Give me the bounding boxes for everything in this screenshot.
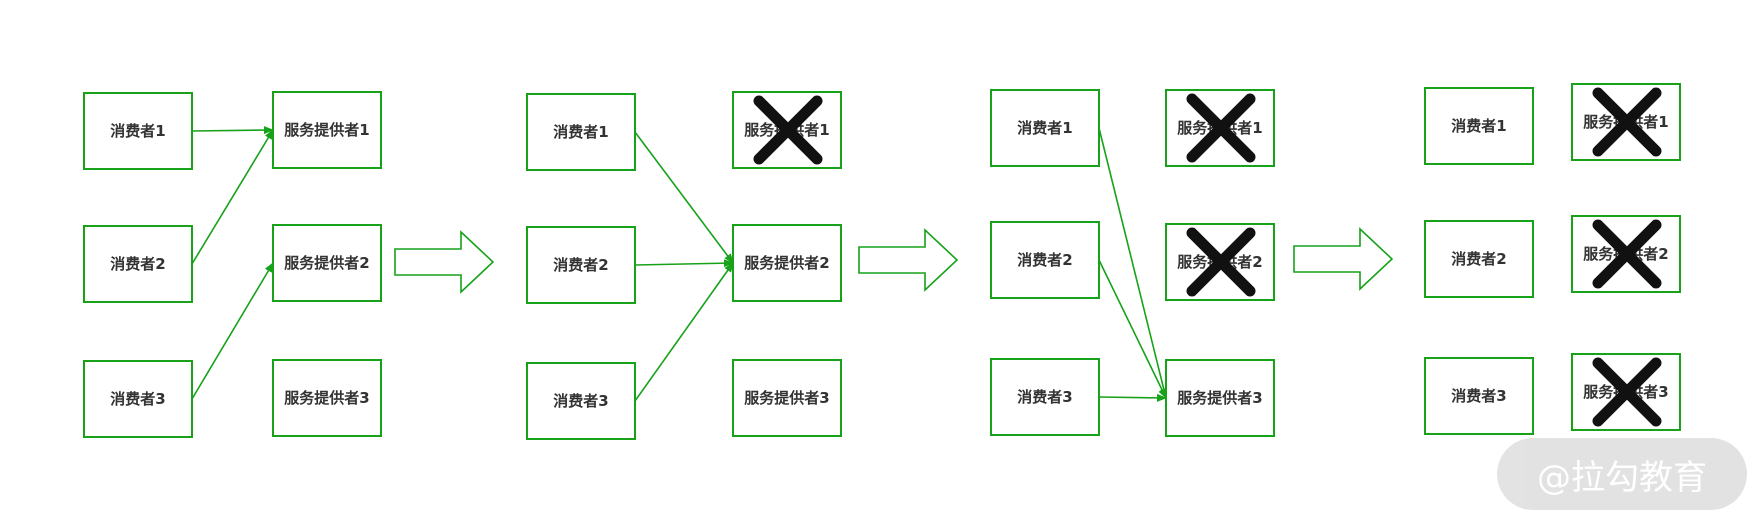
request-edge bbox=[1098, 393, 1167, 402]
provider-label: 服务提供者1 bbox=[284, 121, 369, 139]
consumer-node: 消费者3 bbox=[1424, 357, 1534, 435]
failure-x-icon bbox=[1592, 87, 1662, 157]
provider-node: 服务提供者3 bbox=[272, 359, 382, 437]
consumer-label: 消费者3 bbox=[1451, 387, 1506, 405]
request-edge bbox=[191, 129, 274, 265]
request-edge bbox=[1098, 127, 1168, 399]
consumer-label: 消费者3 bbox=[110, 390, 165, 408]
consumer-box bbox=[83, 225, 193, 303]
consumer-node: 消费者2 bbox=[1424, 220, 1534, 298]
consumer-label: 消费者1 bbox=[1451, 117, 1506, 135]
request-edge bbox=[634, 262, 734, 402]
transition-arrow-icon bbox=[394, 230, 495, 294]
provider-label: 服务提供者2 bbox=[284, 254, 369, 272]
consumer-label: 消费者3 bbox=[1017, 388, 1072, 406]
consumer-node: 消费者1 bbox=[83, 92, 193, 170]
provider-box bbox=[732, 359, 842, 437]
request-edge bbox=[634, 259, 734, 268]
consumer-box bbox=[990, 358, 1100, 436]
consumer-label: 消费者2 bbox=[110, 255, 165, 273]
failure-x-icon bbox=[1592, 219, 1662, 289]
failure-x-icon bbox=[1186, 93, 1256, 163]
consumer-node: 消费者1 bbox=[1424, 87, 1534, 165]
provider-label: 服务提供者3 bbox=[284, 389, 369, 407]
provider-node: 服务提供者2 bbox=[272, 224, 382, 302]
request-edge bbox=[1098, 259, 1167, 399]
provider-label: 服务提供者2 bbox=[744, 254, 829, 272]
failure-marks bbox=[753, 87, 1662, 427]
failure-x-icon bbox=[1186, 227, 1256, 297]
provider-box bbox=[272, 91, 382, 169]
consumer-node: 消费者2 bbox=[83, 225, 193, 303]
consumer-box bbox=[1424, 87, 1534, 165]
watermark: @拉勾教育 bbox=[1497, 438, 1747, 510]
consumer-label: 消费者1 bbox=[110, 122, 165, 140]
consumer-node: 消费者2 bbox=[990, 221, 1100, 299]
consumer-box bbox=[526, 93, 636, 171]
consumer-label: 消费者1 bbox=[1017, 119, 1072, 137]
consumer-label: 消费者2 bbox=[553, 256, 608, 274]
consumer-label: 消费者2 bbox=[1451, 250, 1506, 268]
consumer-node: 消费者1 bbox=[990, 89, 1100, 167]
provider-box bbox=[272, 224, 382, 302]
request-edge bbox=[634, 131, 734, 264]
consumer-label: 消费者2 bbox=[1017, 251, 1072, 269]
stage-1: 消费者1 消费者2 消费者3 服务提供者1 服务提供者2 服务提供者3 bbox=[83, 91, 382, 438]
provider-box bbox=[272, 359, 382, 437]
request-edge bbox=[191, 126, 274, 135]
consumer-box bbox=[83, 360, 193, 438]
stage-arrows bbox=[394, 227, 1394, 294]
consumer-node: 消费者3 bbox=[83, 360, 193, 438]
provider-node: 服务提供者3 bbox=[1165, 359, 1275, 437]
consumer-box bbox=[83, 92, 193, 170]
provider-box bbox=[1165, 359, 1275, 437]
consumer-node: 消费者3 bbox=[990, 358, 1100, 436]
consumer-node: 消费者1 bbox=[526, 93, 636, 171]
provider-box bbox=[732, 224, 842, 302]
consumer-box bbox=[990, 89, 1100, 167]
transition-arrow-icon bbox=[1293, 227, 1394, 291]
consumer-box bbox=[1424, 220, 1534, 298]
consumer-box bbox=[526, 226, 636, 304]
provider-node: 服务提供者3 bbox=[732, 359, 842, 437]
consumer-box bbox=[1424, 357, 1534, 435]
provider-node: 服务提供者1 bbox=[272, 91, 382, 169]
provider-label: 服务提供者3 bbox=[1177, 389, 1262, 407]
consumer-box bbox=[526, 362, 636, 440]
consumer-node: 消费者3 bbox=[526, 362, 636, 440]
failure-x-icon bbox=[1592, 357, 1662, 427]
request-edge bbox=[191, 262, 274, 400]
consumer-node: 消费者2 bbox=[526, 226, 636, 304]
consumer-label: 消费者1 bbox=[553, 123, 608, 141]
consumer-label: 消费者3 bbox=[553, 392, 608, 410]
consumer-box bbox=[990, 221, 1100, 299]
transition-arrow-icon bbox=[858, 228, 959, 292]
provider-node: 服务提供者2 bbox=[732, 224, 842, 302]
edges-layer bbox=[191, 126, 1168, 402]
provider-label: 服务提供者3 bbox=[744, 389, 829, 407]
failure-x-icon bbox=[753, 95, 823, 165]
